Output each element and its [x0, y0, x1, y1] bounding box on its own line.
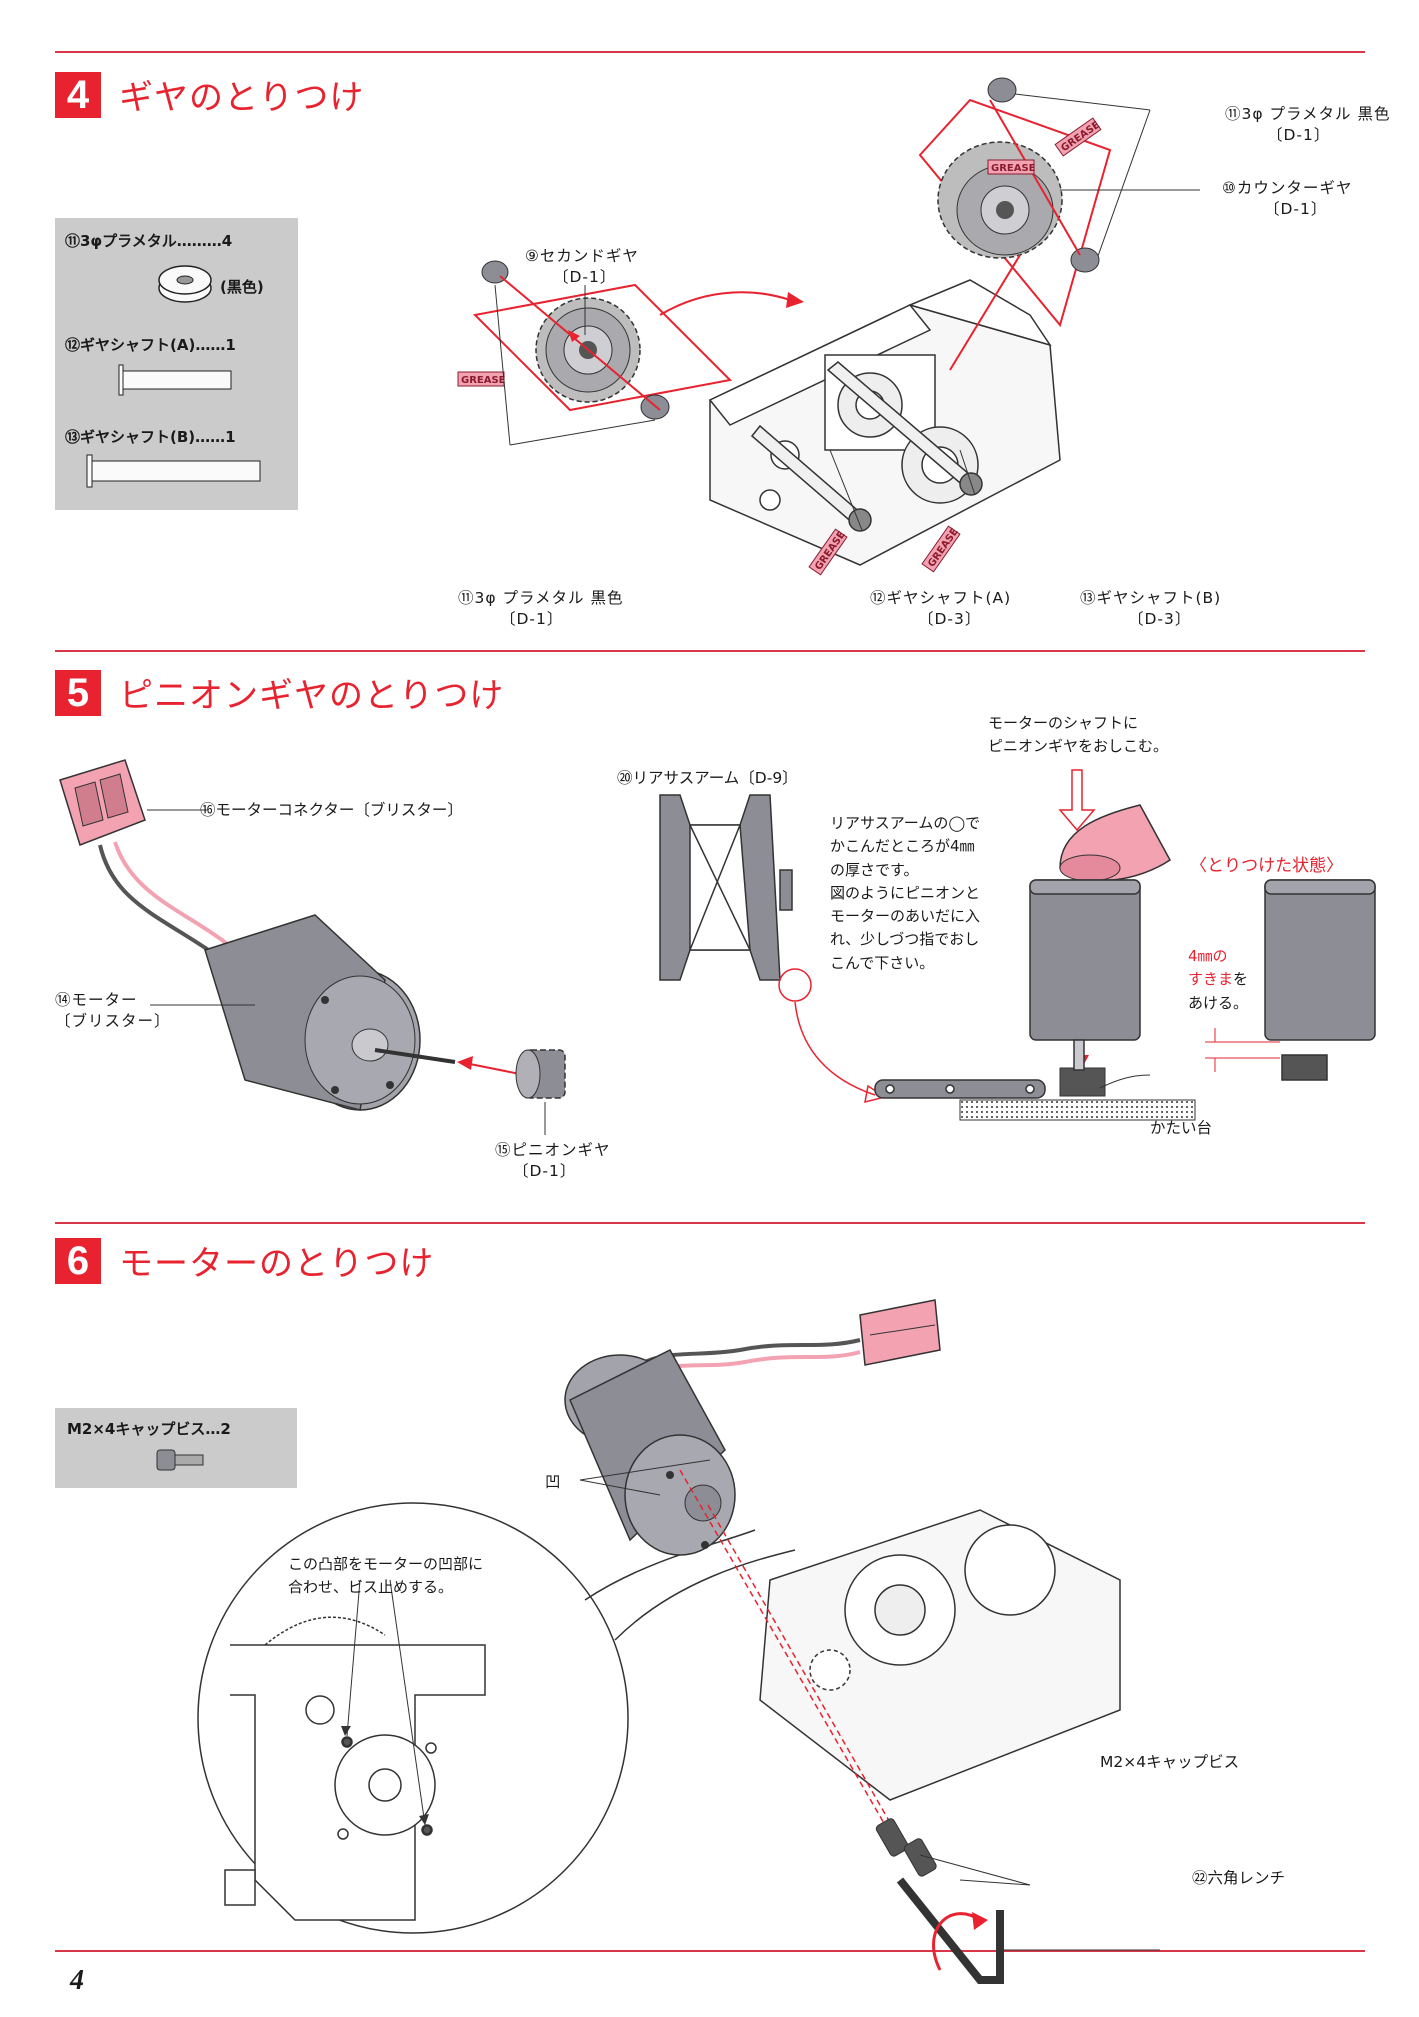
part-cap-screw: M2×4キャップビス…2	[67, 1420, 231, 1438]
label-rear-arm: ⑳リアサスアーム〔D-9〕	[617, 769, 798, 787]
section-title: モーターのとりつけ	[119, 1244, 435, 1284]
motor-pinion-illustration	[59, 759, 566, 1135]
flat-arm	[874, 1079, 1046, 1099]
label-hard-base: かたい台	[1150, 1119, 1213, 1137]
gap-note: 4㎜の すきまを あける。	[1188, 947, 1249, 1012]
label-counter-gear: ⑩カウンターギヤ 〔D-1〕	[1222, 179, 1353, 218]
shaft-b-icon	[86, 454, 261, 488]
hex-wrench	[896, 1877, 1004, 1984]
label-cap-screw: M2×4キャップビス	[1100, 1753, 1240, 1771]
top-rule	[55, 51, 1365, 53]
pinion-gear	[515, 1049, 566, 1099]
motor-installed	[1264, 879, 1376, 1081]
cap-screw-icon	[156, 1449, 204, 1471]
label-shaft-a: ⑫ギヤシャフト(A) 〔D-3〕	[870, 589, 1012, 628]
installed-state-title: 〈とりつけた状態〉	[1190, 856, 1344, 876]
section-number: 4	[55, 71, 101, 118]
second-gear	[481, 260, 670, 420]
label-recess: 凹	[545, 1473, 561, 1491]
motor-connector	[59, 759, 146, 846]
section-title: ピニオンギヤのとりつけ	[119, 676, 505, 716]
metal-bearing-icon	[158, 265, 212, 303]
label-motor: ⑭モーター 〔ブリスター〕	[55, 991, 171, 1030]
label-metal-bottom: ⑪3φ プラメタル 黒色 〔D-1〕	[458, 589, 624, 628]
detail-callout: この凸部をモーターの凹部に 合わせ、ビス止めする。	[288, 1555, 484, 1597]
part-shaft-b: ⑬ギヤシャフト(B)……1	[65, 428, 236, 446]
press-note: モーターのシャフトに ピニオンギヤをおしこむ。	[988, 714, 1169, 756]
motor-mount-illustration	[564, 1299, 1160, 1984]
section-5-header: 5 ピニオンギヤのとりつけ	[55, 668, 504, 717]
parts-list-box: ⑪3φプラメタル………4 (黒色) ⑫ギヤシャフト(A)……1 ⑬ギヤシャフト(…	[55, 218, 298, 510]
motor-pressed	[1029, 879, 1141, 1071]
detail-circle-illustration	[197, 1502, 796, 1934]
section-divider	[55, 650, 1365, 652]
gear-assembly-illustration: GREASE GREASE GREASE GREASE GREASE	[457, 77, 1200, 576]
parts-list-box: M2×4キャップビス…2	[55, 1408, 297, 1488]
press-illustration	[1029, 769, 1376, 1081]
rear-arm-illustration	[659, 794, 1196, 1121]
section-title: ギヤのとりつけ	[119, 78, 365, 118]
part-shaft-a: ⑫ギヤシャフト(A)……1	[65, 336, 236, 354]
section-number: 5	[55, 669, 101, 716]
section-4-header: 4 ギヤのとりつけ	[55, 70, 364, 119]
label-shaft-b: ⑬ギヤシャフト(B) 〔D-3〕	[1080, 589, 1222, 628]
section-number: 6	[55, 1237, 101, 1284]
label-hex-wrench: ㉒六角レンチ	[1192, 1869, 1286, 1887]
part-metal-note: (黒色)	[220, 278, 264, 296]
label-motor-connector: ⑯モーターコネクター〔ブリスター〕	[200, 801, 463, 819]
cap-screws	[875, 1818, 937, 1877]
hard-base	[959, 1099, 1196, 1121]
grease-tag: GREASE	[991, 163, 1036, 174]
instruction-text: リアサスアームの◯で かこんだところが4㎜ の厚さです。 図のようにピニオンと …	[830, 814, 981, 972]
motor-body	[204, 914, 456, 1111]
bottom-rule	[55, 1950, 1365, 1952]
page-number: 4	[70, 1965, 84, 1996]
section-divider	[55, 1222, 1365, 1224]
counter-gear	[937, 77, 1100, 273]
grease-tag: GREASE	[461, 375, 506, 386]
section-6-header: 6 モーターのとりつけ	[55, 1236, 434, 1285]
rear-arm	[659, 794, 793, 981]
motor-body	[564, 1349, 736, 1556]
shaft-a-icon	[118, 364, 232, 396]
label-second-gear: ⑨セカンドギヤ 〔D-1〕	[525, 247, 639, 286]
label-metal-top: ⑪3φ プラメタル 黒色 〔D-1〕	[1225, 105, 1391, 144]
label-pinion: ⑮ピニオンギヤ 〔D-1〕	[495, 1141, 611, 1180]
part-metal: ⑪3φプラメタル………4	[65, 232, 233, 250]
